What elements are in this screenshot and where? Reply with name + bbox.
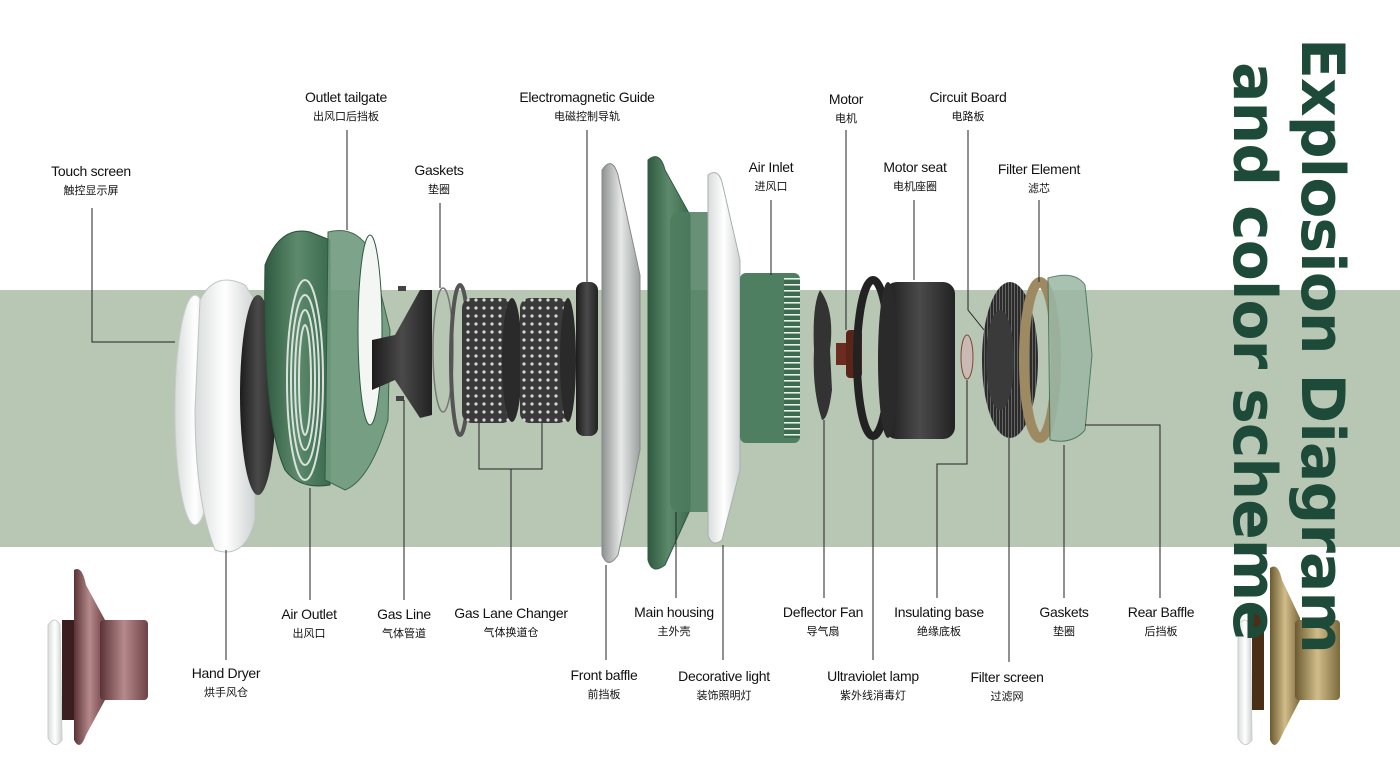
part-electromagnetic-guide [576,282,598,436]
diagram-title: Explosion Diagram and color scheme [1219,38,1357,653]
part-outlet-tailgate [324,230,391,491]
part-decorative-light [707,172,741,544]
part-motor-seat [878,282,955,439]
title-line-1: Explosion Diagram [1287,38,1357,653]
part-deflector-fan [813,290,832,420]
color-variant-rose [47,569,148,745]
part-gas-line [372,286,432,418]
part-air-outlet [264,230,331,487]
part-insulating-base [960,334,974,380]
part-hand-dryer [194,279,276,553]
color-variant-gold [1237,566,1340,745]
part-front-baffle [601,163,641,563]
title-line-2: and color scheme [1219,62,1289,640]
part-gas-lane-changer [462,298,576,423]
leader-lines [91,130,1161,662]
part-air-inlet [740,273,800,443]
part-rear-baffle [1047,274,1093,442]
